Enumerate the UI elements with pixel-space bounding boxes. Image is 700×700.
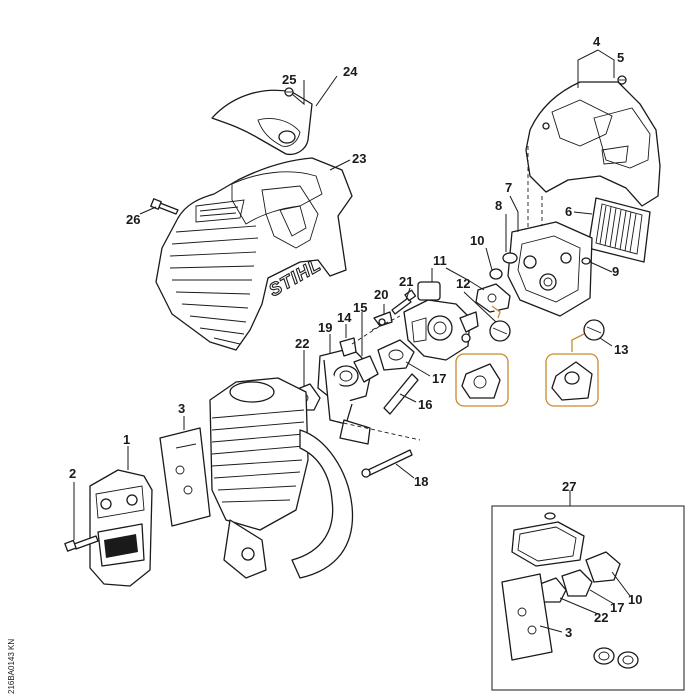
callout-labels: 4 5 25 24 23 26 7 6 8 10 9 11 12 21 20 1… — [69, 34, 642, 640]
callout-16: 16 — [418, 397, 432, 412]
callout-22-kit: 22 — [594, 610, 608, 625]
callout-26: 26 — [126, 212, 140, 227]
filter-pleats — [599, 205, 637, 253]
callout-22: 22 — [295, 336, 309, 351]
callout-11: 11 — [433, 253, 447, 268]
detail-box-plug-12 — [455, 353, 509, 407]
plug-part-13[interactable] — [583, 319, 605, 341]
callout-17: 17 — [432, 371, 446, 386]
callout-8: 8 — [495, 198, 502, 213]
gasket-part-17[interactable] — [377, 339, 415, 371]
callout-23: 23 — [352, 151, 366, 166]
screw-part-2[interactable] — [64, 535, 99, 552]
callout-20: 20 — [374, 287, 388, 302]
detail-box-plug-13 — [545, 333, 599, 407]
shroud-part-23[interactable]: STIHL — [155, 157, 353, 351]
shroud-grille — [169, 225, 259, 345]
callout-21: 21 — [399, 274, 413, 289]
carburetor-part-11[interactable] — [403, 281, 479, 361]
bolt-part-18[interactable] — [361, 449, 413, 478]
callout-9: 9 — [612, 264, 619, 279]
callout-3: 3 — [178, 401, 185, 416]
callout-4: 4 — [593, 34, 601, 49]
air-filter-cover-part-4[interactable] — [525, 81, 661, 207]
screw-part-5[interactable] — [617, 75, 627, 85]
lever-part-20[interactable] — [373, 311, 393, 327]
callout-2: 2 — [69, 466, 76, 481]
callout-5: 5 — [617, 50, 624, 65]
gasket-kit-part-27[interactable] — [491, 505, 685, 691]
gasket-part-10[interactable] — [475, 283, 511, 313]
drawing-reference: 216BA0143 KN — [7, 639, 16, 694]
screw-part-25[interactable] — [284, 87, 294, 97]
callout-24: 24 — [343, 64, 358, 79]
callout-19: 19 — [318, 320, 332, 335]
callout-10: 10 — [470, 233, 484, 248]
callout-15: 15 — [353, 300, 367, 315]
nut-part-9[interactable] — [581, 257, 591, 265]
cylinder-fins — [211, 409, 305, 503]
callout-17-kit: 17 — [610, 600, 624, 615]
callout-3-kit: 3 — [565, 625, 572, 640]
callout-12: 12 — [456, 276, 470, 291]
callout-7: 7 — [505, 180, 512, 195]
callout-1: 1 — [123, 432, 130, 447]
gasket-part-3[interactable] — [159, 427, 211, 527]
fitting-part-8[interactable] — [502, 252, 518, 264]
sleeve-part-10[interactable] — [489, 268, 503, 280]
air-filter-part-6[interactable] — [587, 197, 651, 263]
muffler-part-1[interactable] — [89, 469, 153, 587]
air-filter-base-part-7[interactable] — [507, 221, 593, 317]
top-cover-part-24[interactable] — [211, 89, 313, 156]
plug-part-12[interactable] — [489, 305, 511, 342]
callout-13: 13 — [614, 342, 628, 357]
callout-6: 6 — [565, 204, 572, 219]
callout-10-kit: 10 — [628, 592, 642, 607]
callout-14: 14 — [337, 310, 352, 325]
callout-25: 25 — [282, 72, 296, 87]
callout-18: 18 — [414, 474, 428, 489]
screw-part-26[interactable] — [150, 198, 179, 215]
clip-part-14[interactable] — [339, 337, 357, 357]
spacer-part-15[interactable] — [353, 355, 379, 383]
engine-cylinder — [209, 377, 354, 579]
assembly-dashed-lines — [329, 146, 543, 441]
callout-27: 27 — [562, 479, 576, 494]
leader-lines — [73, 49, 631, 633]
